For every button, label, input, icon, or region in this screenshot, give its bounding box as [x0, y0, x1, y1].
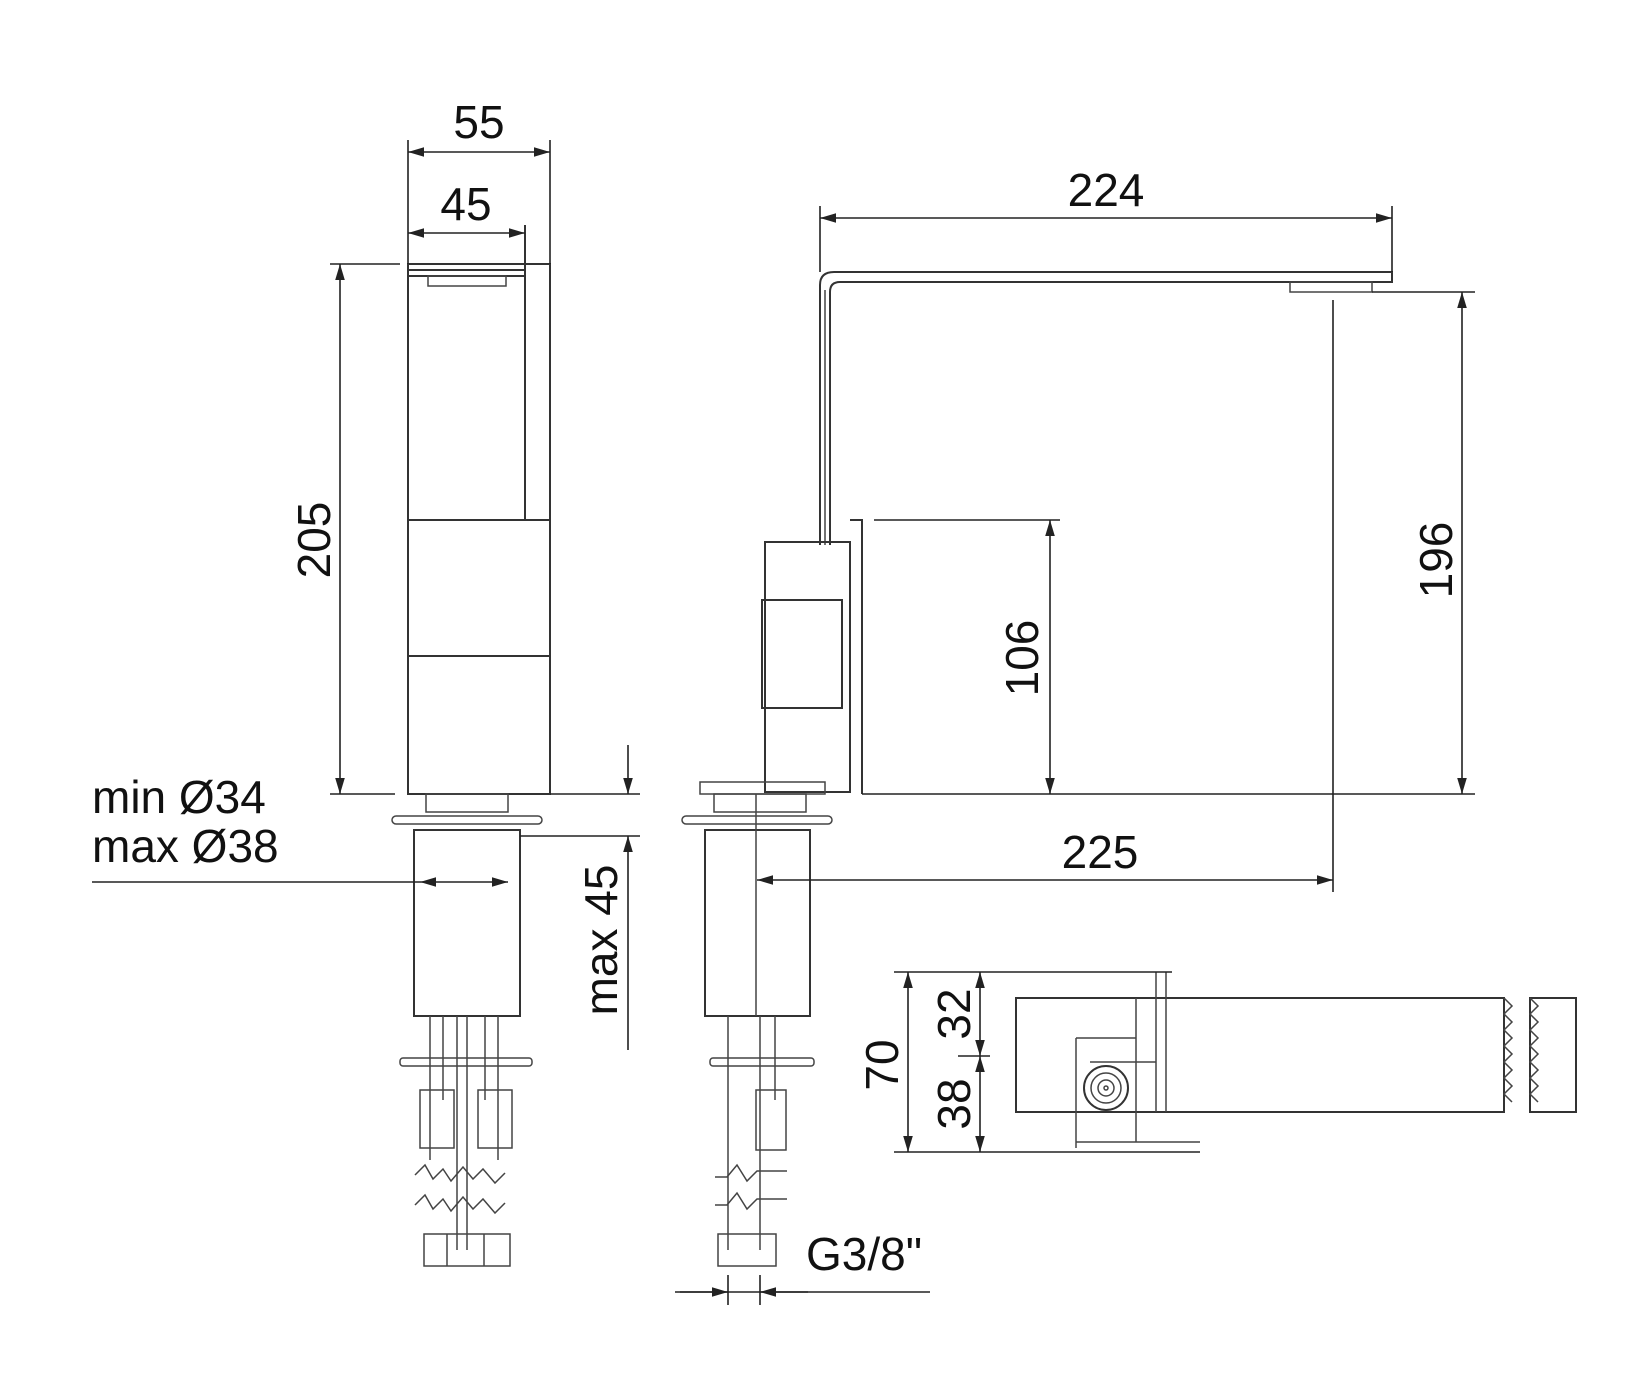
dim-max-45: max 45 [575, 865, 627, 1016]
dim-205: 205 [288, 502, 340, 579]
side-dimensions: 224 106 196 225 G3/8" [675, 164, 1475, 1305]
dim-196: 196 [1410, 522, 1462, 599]
dim-max-hole: max Ø38 [92, 820, 279, 872]
front-dimensions: 55 45 205 min Ø34 max Ø38 max 45 [92, 96, 640, 1050]
dim-32: 32 [928, 988, 980, 1039]
dim-45: 45 [440, 178, 491, 230]
front-view [391, 225, 551, 1267]
top-view [1015, 972, 1577, 1148]
dim-38: 38 [928, 1078, 980, 1129]
dim-g38: G3/8" [806, 1228, 922, 1280]
dim-min-hole: min Ø34 [92, 771, 266, 823]
dim-70: 70 [856, 1039, 908, 1090]
dim-55: 55 [453, 96, 504, 148]
dim-106: 106 [996, 620, 1048, 697]
top-dimensions: 70 32 38 [856, 971, 1200, 1153]
side-view [681, 271, 1393, 1267]
dim-225: 225 [1062, 826, 1139, 878]
dim-224: 224 [1068, 164, 1145, 216]
